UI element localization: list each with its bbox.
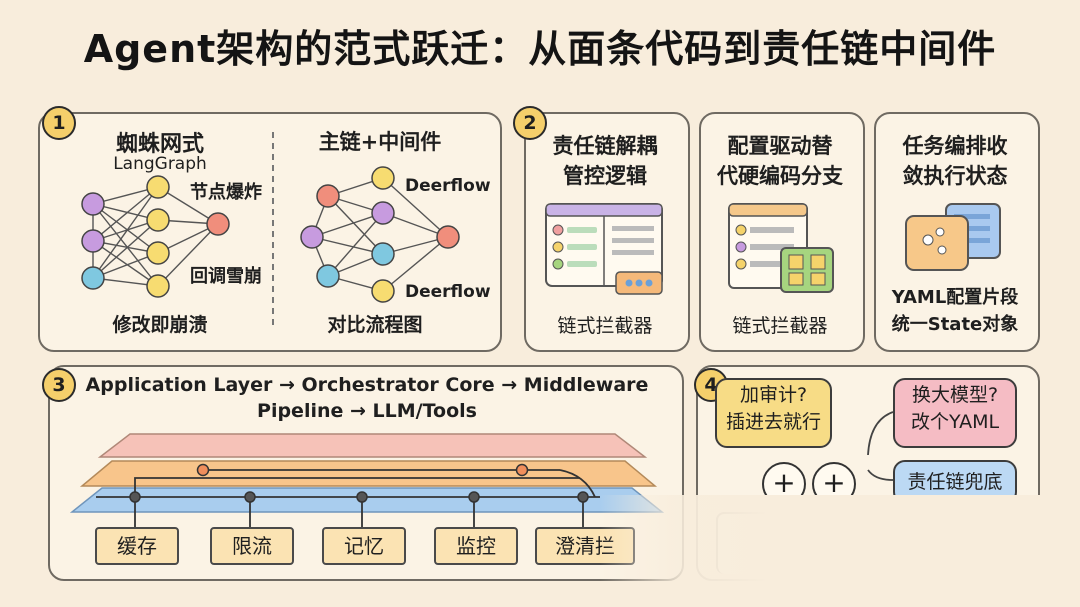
spider-web-heading: 蜘蛛网式 bbox=[115, 132, 204, 157]
swap-model-line-1: 换大模型? bbox=[911, 384, 999, 406]
chain-interceptor-caption-1: 链式拦截器 bbox=[557, 315, 653, 337]
bottom-right-fade bbox=[600, 495, 1080, 607]
config-driven-heading-1: 配置驱动替 bbox=[727, 134, 833, 158]
state-object-icon bbox=[905, 203, 1001, 271]
interceptor-window-icon bbox=[545, 203, 663, 295]
node-explosion-label: 节点爆炸 bbox=[190, 182, 262, 203]
swap-model-bubble: 换大模型? 改个YAML bbox=[893, 378, 1017, 448]
deerflow-label-top: Deerflow bbox=[405, 176, 491, 196]
middleware-memory: 记忆 bbox=[322, 527, 406, 565]
chain-decoupling-heading-1: 责任链解耦 bbox=[552, 134, 658, 158]
main-chain-heading: 主链+中间件 bbox=[318, 130, 442, 154]
state-object-caption: 统一State对象 bbox=[891, 314, 1019, 335]
task-orchestration-heading-2: 敛执行状态 bbox=[902, 164, 1008, 188]
langgraph-label: LangGraph bbox=[113, 154, 207, 174]
middleware-rate-limit: 限流 bbox=[210, 527, 294, 565]
chain-decoupling-heading-2: 管控逻辑 bbox=[563, 164, 647, 188]
flow-line-1: Application Layer → Orchestrator Core → … bbox=[85, 374, 649, 396]
callback-avalanche-label: 回调雪崩 bbox=[190, 266, 262, 287]
page-title: Agent架构的范式跃迁：从面条代码到责任链中间件 bbox=[83, 27, 997, 71]
step-number-3: 3 bbox=[42, 368, 76, 402]
step-number-2: 2 bbox=[513, 106, 547, 140]
middleware-cache: 缓存 bbox=[95, 527, 179, 565]
flow-line-2: Pipeline → LLM/Tools bbox=[257, 400, 477, 422]
config-driven-heading-2: 代硬编码分支 bbox=[717, 164, 843, 188]
add-audit-line-1: 加审计? bbox=[739, 384, 808, 406]
comparison-chart-caption: 对比流程图 bbox=[327, 314, 423, 336]
step-number-1: 1 bbox=[42, 106, 76, 140]
middleware-monitor: 监控 bbox=[434, 527, 518, 565]
config-document-icon bbox=[728, 203, 834, 293]
swap-model-line-2: 改个YAML bbox=[910, 411, 1000, 433]
add-audit-line-2: 插进去就行 bbox=[725, 411, 821, 433]
task-orchestration-heading-1: 任务编排收 bbox=[902, 134, 1008, 158]
deerflow-label-bottom: Deerflow bbox=[405, 282, 491, 302]
add-audit-bubble: 加审计? 插进去就行 bbox=[715, 378, 832, 448]
modify-crash-caption: 修改即崩溃 bbox=[112, 314, 208, 336]
chain-interceptor-caption-2: 链式拦截器 bbox=[732, 315, 828, 337]
yaml-snippet-caption: YAML配置片段 bbox=[891, 287, 1019, 308]
